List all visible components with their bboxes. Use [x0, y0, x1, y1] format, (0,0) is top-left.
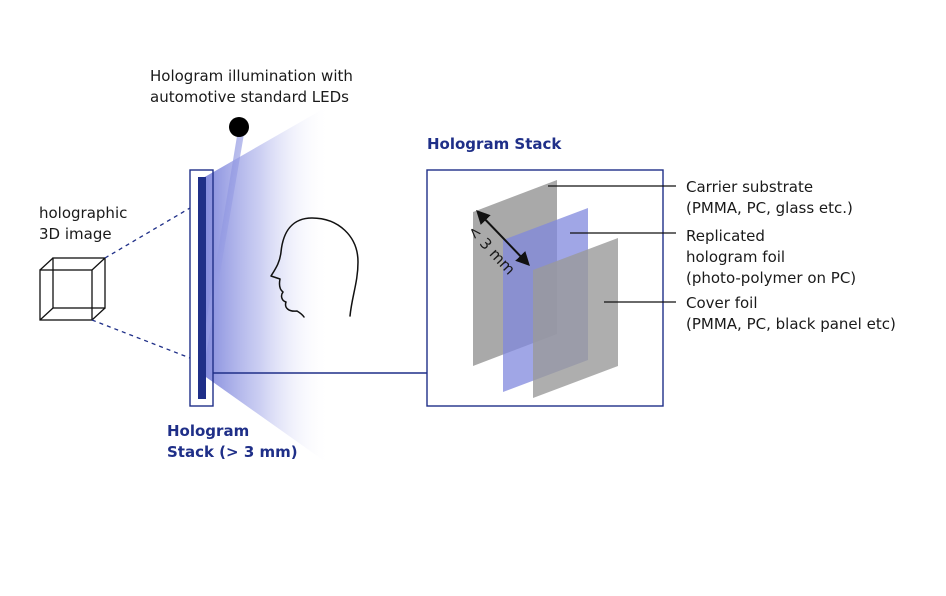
- stack-bottom-label-line2: Stack (> 3 mm): [167, 443, 298, 461]
- wireframe-cube-icon: [39, 257, 106, 321]
- cover-foil-layer: [533, 238, 618, 398]
- stack-detail-title: Hologram Stack: [427, 135, 562, 153]
- illumination-label-line2: automotive standard LEDs: [150, 88, 349, 106]
- cover-label-line2: (PMMA, PC, black panel etc): [686, 315, 896, 333]
- stack-bottom-label-line1: Hologram: [167, 422, 250, 440]
- stack-plate: [198, 177, 206, 399]
- carrier-label-line1: Carrier substrate: [686, 178, 814, 196]
- led-light-fan: [198, 130, 244, 372]
- illumination-label-line1: Hologram illumination with: [150, 67, 353, 85]
- cover-label-line1: Cover foil: [686, 294, 758, 312]
- stack-outline: [189, 169, 214, 407]
- projection-line-bottom: [91, 319, 191, 359]
- illumination-beam: [203, 105, 330, 465]
- replicated-label-line1: Replicated: [686, 227, 765, 245]
- holographic-image-label-line2: 3D image: [39, 225, 112, 243]
- stack-detail-box: [426, 169, 664, 407]
- carrier-label-line2: (PMMA, PC, glass etc.): [686, 199, 853, 217]
- replicated-label-line2: hologram foil: [686, 248, 786, 266]
- led-dot-icon: [229, 117, 249, 137]
- head-profile-icon: [270, 217, 359, 318]
- holographic-image-label-line1: holographic: [39, 204, 128, 222]
- thickness-arrow: [476, 209, 530, 267]
- projection-line-top: [104, 207, 191, 259]
- replicated-label-line3: (photo-polymer on PC): [686, 269, 857, 287]
